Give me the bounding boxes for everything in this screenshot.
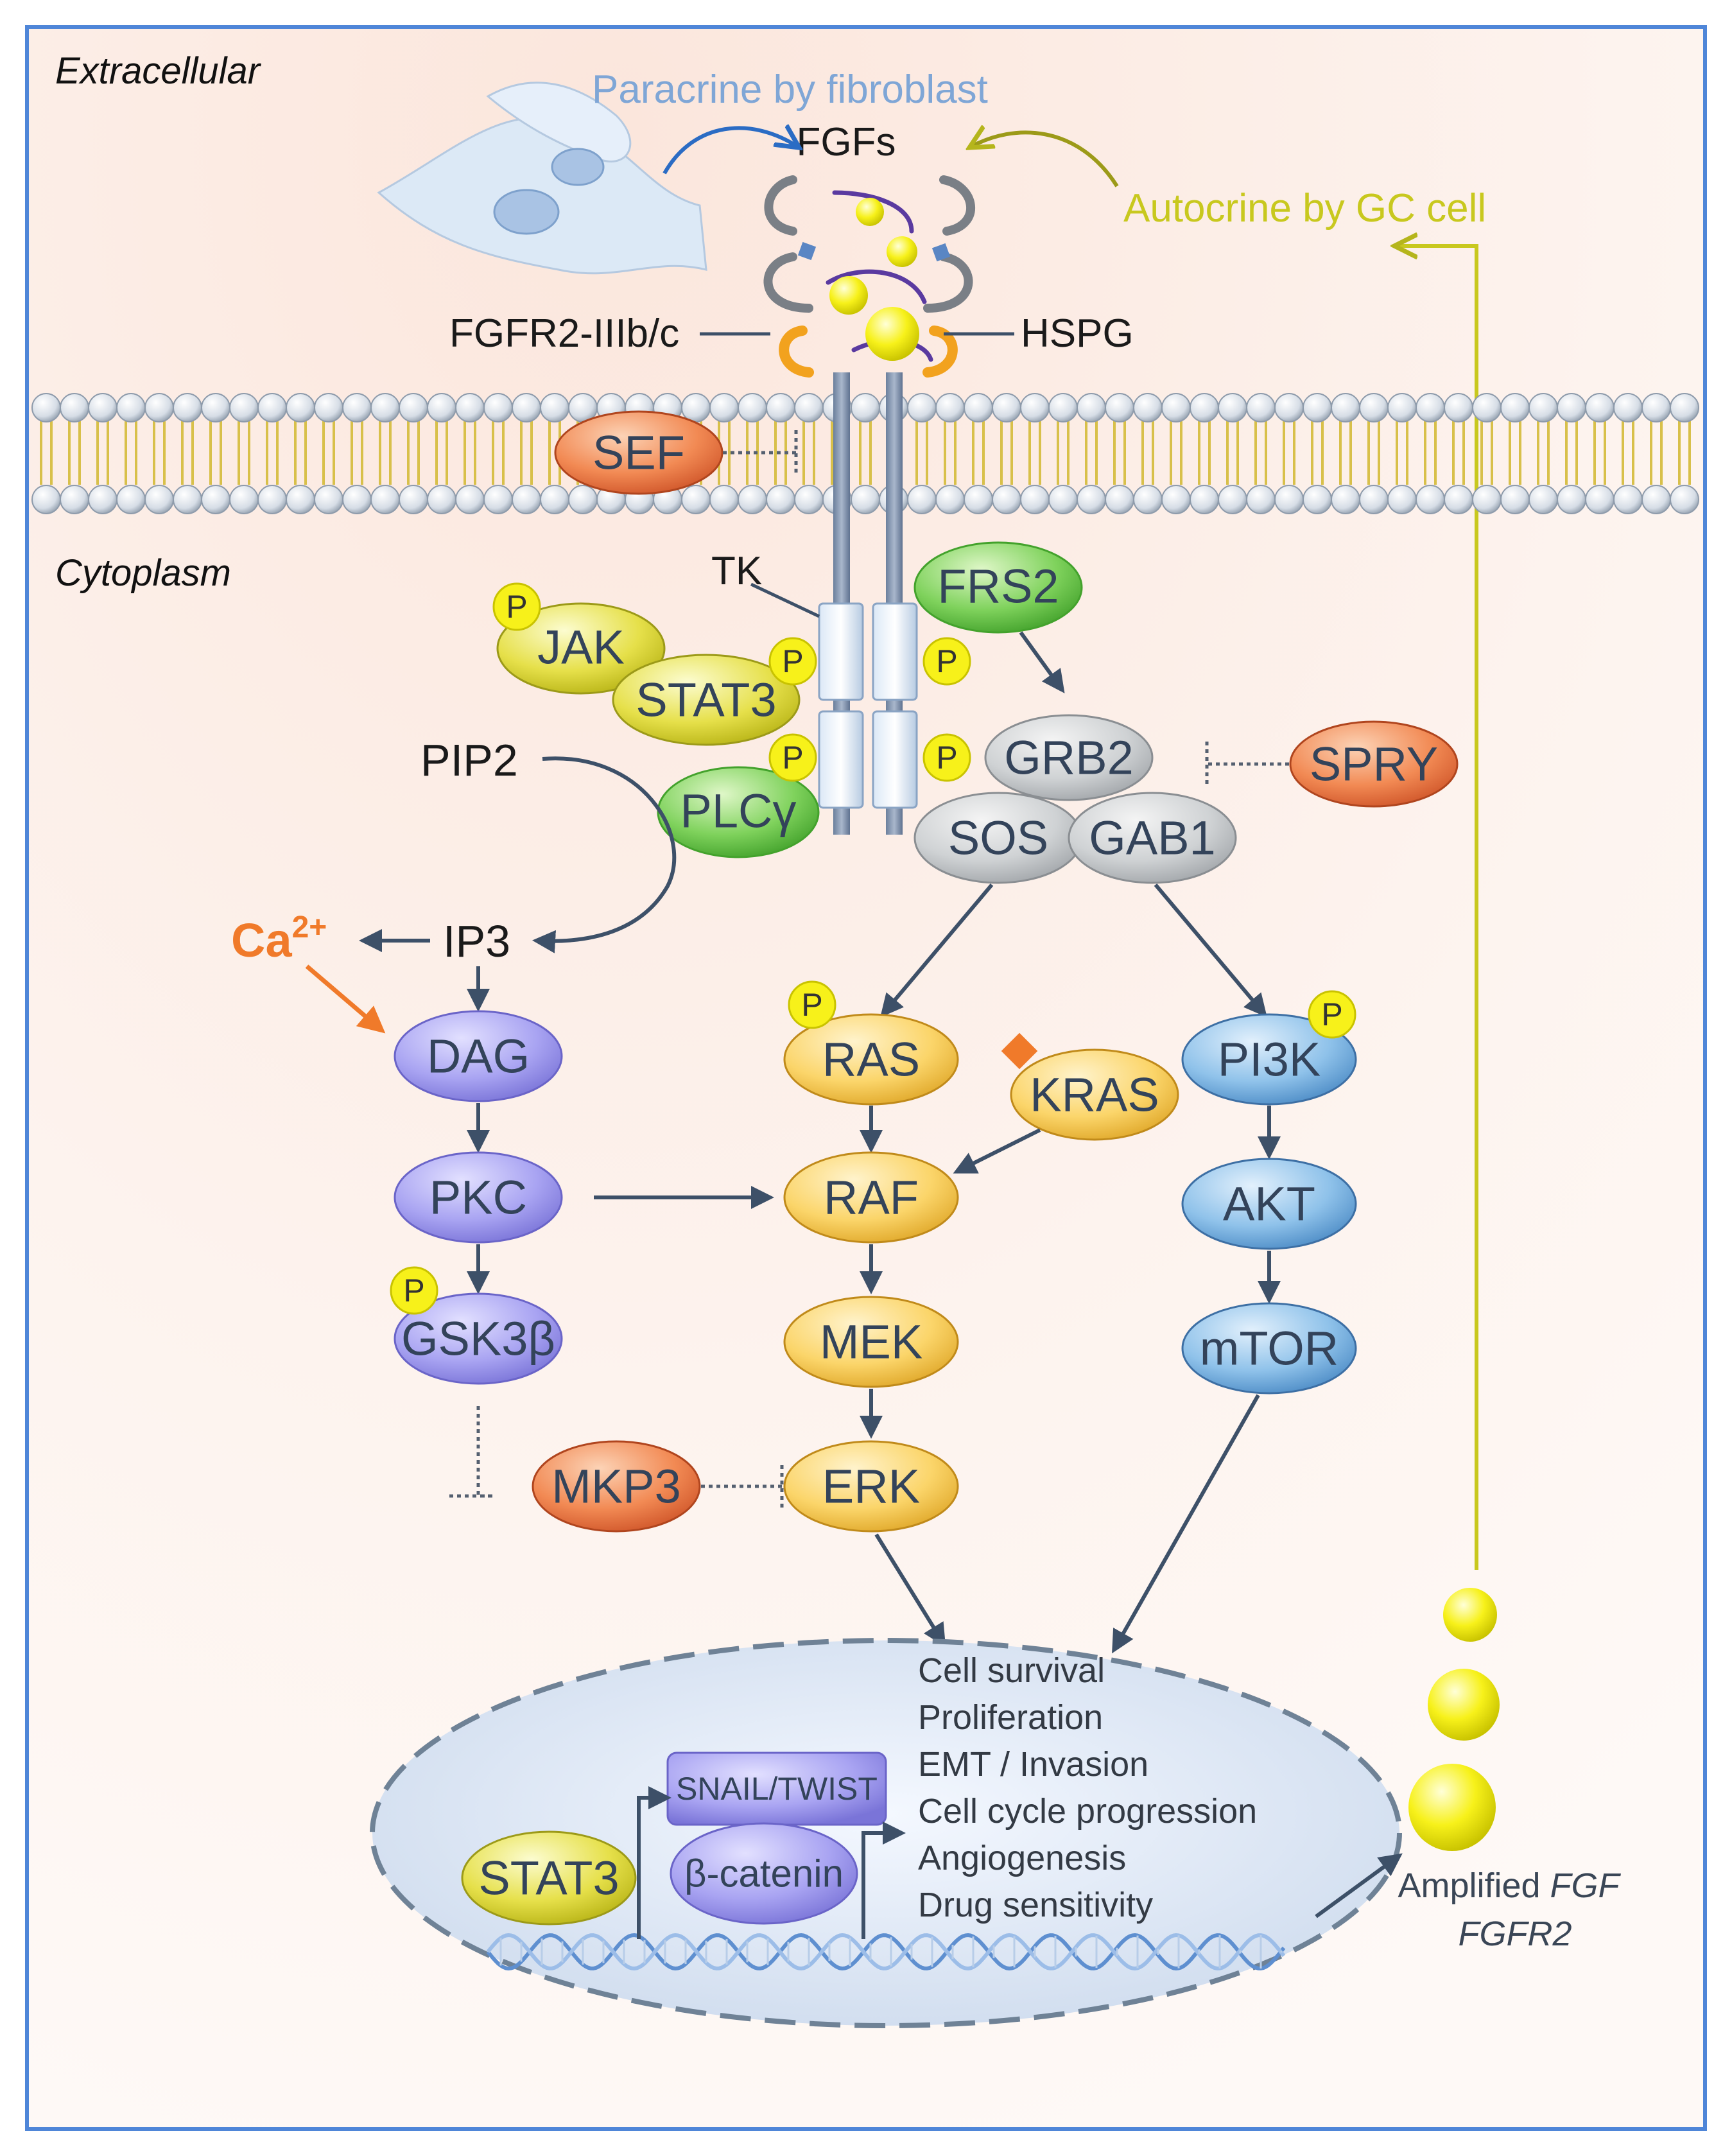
gab1-label: GAB1 [1089, 812, 1215, 865]
mek-node [783, 1296, 959, 1388]
amplified-gene-label: FGFR2 [1458, 1915, 1572, 1953]
dna-helix [486, 1933, 1286, 1971]
beta-catenin-transcription-arrow [862, 1821, 906, 1939]
grb2-label: GRB2 [1004, 731, 1134, 785]
gsk3b-node [394, 1292, 563, 1385]
phospho-marker-3 [768, 733, 817, 782]
autocrine-arrow [969, 132, 1119, 187]
beta-catenin-node [670, 1822, 858, 1925]
gab1-node [1068, 792, 1237, 884]
receptor-d3-domain [779, 326, 958, 378]
paracrine-arrow [662, 128, 799, 175]
phospho-marker-7 [390, 1266, 438, 1315]
jak-node [496, 602, 666, 695]
snail-twist-label: SNAIL/TWIST [676, 1771, 878, 1807]
autocrine-label: Autocrine by GC cell [1123, 186, 1486, 230]
phospho-marker-0 [492, 582, 541, 631]
plcg-label: PLCγ [680, 785, 797, 838]
fgfs-label: FGFs [797, 120, 896, 164]
raf-label: RAF [824, 1171, 919, 1224]
sos-label: SOS [948, 812, 1048, 865]
ras-node [783, 1013, 959, 1106]
phospho-marker-4 [922, 733, 971, 782]
akt-label: AKT [1223, 1178, 1315, 1231]
phospho-marker-6 [1308, 990, 1356, 1039]
stat3-node [612, 654, 801, 746]
mek-label: MEK [820, 1316, 922, 1369]
phospho-marker-2 [922, 637, 971, 686]
outcome-5: Drug sensitivity [918, 1886, 1153, 1924]
kinase-domain-left-2 [818, 710, 864, 809]
phospho-marker-label-1: P [782, 643, 803, 679]
spry-label: SPRY [1310, 738, 1438, 791]
kinase-domain-right-2 [872, 710, 918, 809]
plcg-node [657, 766, 820, 858]
frs2-label: FRS2 [937, 560, 1059, 613]
receptor-ectodomain [763, 175, 976, 313]
grb2-node [984, 714, 1154, 801]
outcome-3: Cell cycle progression [918, 1792, 1257, 1830]
stat3-label: STAT3 [636, 674, 776, 727]
cytoplasm-label: Cytoplasm [55, 552, 231, 594]
amplified-label: Amplified FGF [1398, 1866, 1621, 1905]
paracrine-label: Paracrine by fibroblast [592, 67, 988, 112]
kinase-domain-left-1 [818, 602, 864, 701]
outcome-1: Proliferation [918, 1698, 1103, 1737]
sef-node [554, 410, 723, 495]
dag-label: DAG [427, 1030, 530, 1083]
kras-mutation-icon [1001, 1032, 1038, 1070]
amplified-fgf-balls [1408, 1588, 1500, 1851]
ras-label: RAS [822, 1033, 920, 1086]
stat3-transcription-arrow [637, 1786, 671, 1939]
outcome-4: Angiogenesis [918, 1839, 1126, 1877]
mkp3-node [532, 1440, 701, 1533]
outcome-0: Cell survival [918, 1651, 1105, 1690]
phospho-marker-label-2: P [936, 643, 957, 679]
erk-node [783, 1440, 959, 1533]
jak-label: JAK [537, 621, 625, 674]
beta-catenin-label: β-catenin [684, 1852, 844, 1895]
kinase-domain-right-1 [872, 602, 918, 701]
mkp3-label: MKP3 [551, 1460, 681, 1513]
erk-label: ERK [822, 1460, 920, 1513]
raf-node [783, 1151, 959, 1244]
kras-label: KRAS [1030, 1068, 1159, 1122]
pi3k-node [1181, 1013, 1357, 1106]
pip2-to-ip3-arrow [532, 756, 677, 953]
sef-label: SEF [593, 426, 685, 480]
mtor-node [1181, 1302, 1357, 1395]
nucleus-stat3-label: STAT3 [478, 1852, 619, 1905]
feedback-line [1394, 246, 1478, 1570]
phospho-marker-label-0: P [506, 589, 527, 625]
phospho-marker-label-4: P [936, 740, 957, 776]
extracellular-label: Extracellular [55, 50, 262, 92]
phospho-marker-label-6: P [1321, 996, 1342, 1032]
mtor-label: mTOR [1200, 1322, 1339, 1375]
phospho-marker-label-7: P [403, 1273, 424, 1308]
receptor-label: FGFR2-IIIb/c [449, 311, 679, 356]
fgf-ligand-balls [829, 198, 919, 361]
phospho-marker-label-5: P [801, 987, 822, 1023]
kras-node [1010, 1048, 1179, 1141]
akt-node [1181, 1158, 1357, 1250]
pkc-node [394, 1151, 563, 1244]
pip2-label: PIP2 [420, 735, 518, 785]
spry-node [1289, 720, 1459, 808]
fibroblast-icon [377, 82, 707, 275]
hspg-label: HSPG [1021, 311, 1134, 356]
calcium-label: Ca2+ [231, 910, 327, 967]
phospho-marker-5 [788, 980, 836, 1029]
phospho-markers: P P P P P P P P [390, 582, 1356, 1315]
outcome-2: EMT / Invasion [918, 1745, 1148, 1784]
frs2-node [914, 541, 1083, 634]
nucleus-stat3-node [461, 1830, 637, 1926]
dag-node [394, 1010, 563, 1102]
pkc-label: PKC [429, 1171, 527, 1224]
phospho-marker-1 [768, 637, 817, 686]
pi3k-label: PI3K [1218, 1033, 1321, 1086]
ip3-label: IP3 [443, 916, 510, 966]
phospho-marker-label-3: P [782, 740, 803, 776]
gsk3b-label: GSK3β [401, 1312, 555, 1366]
